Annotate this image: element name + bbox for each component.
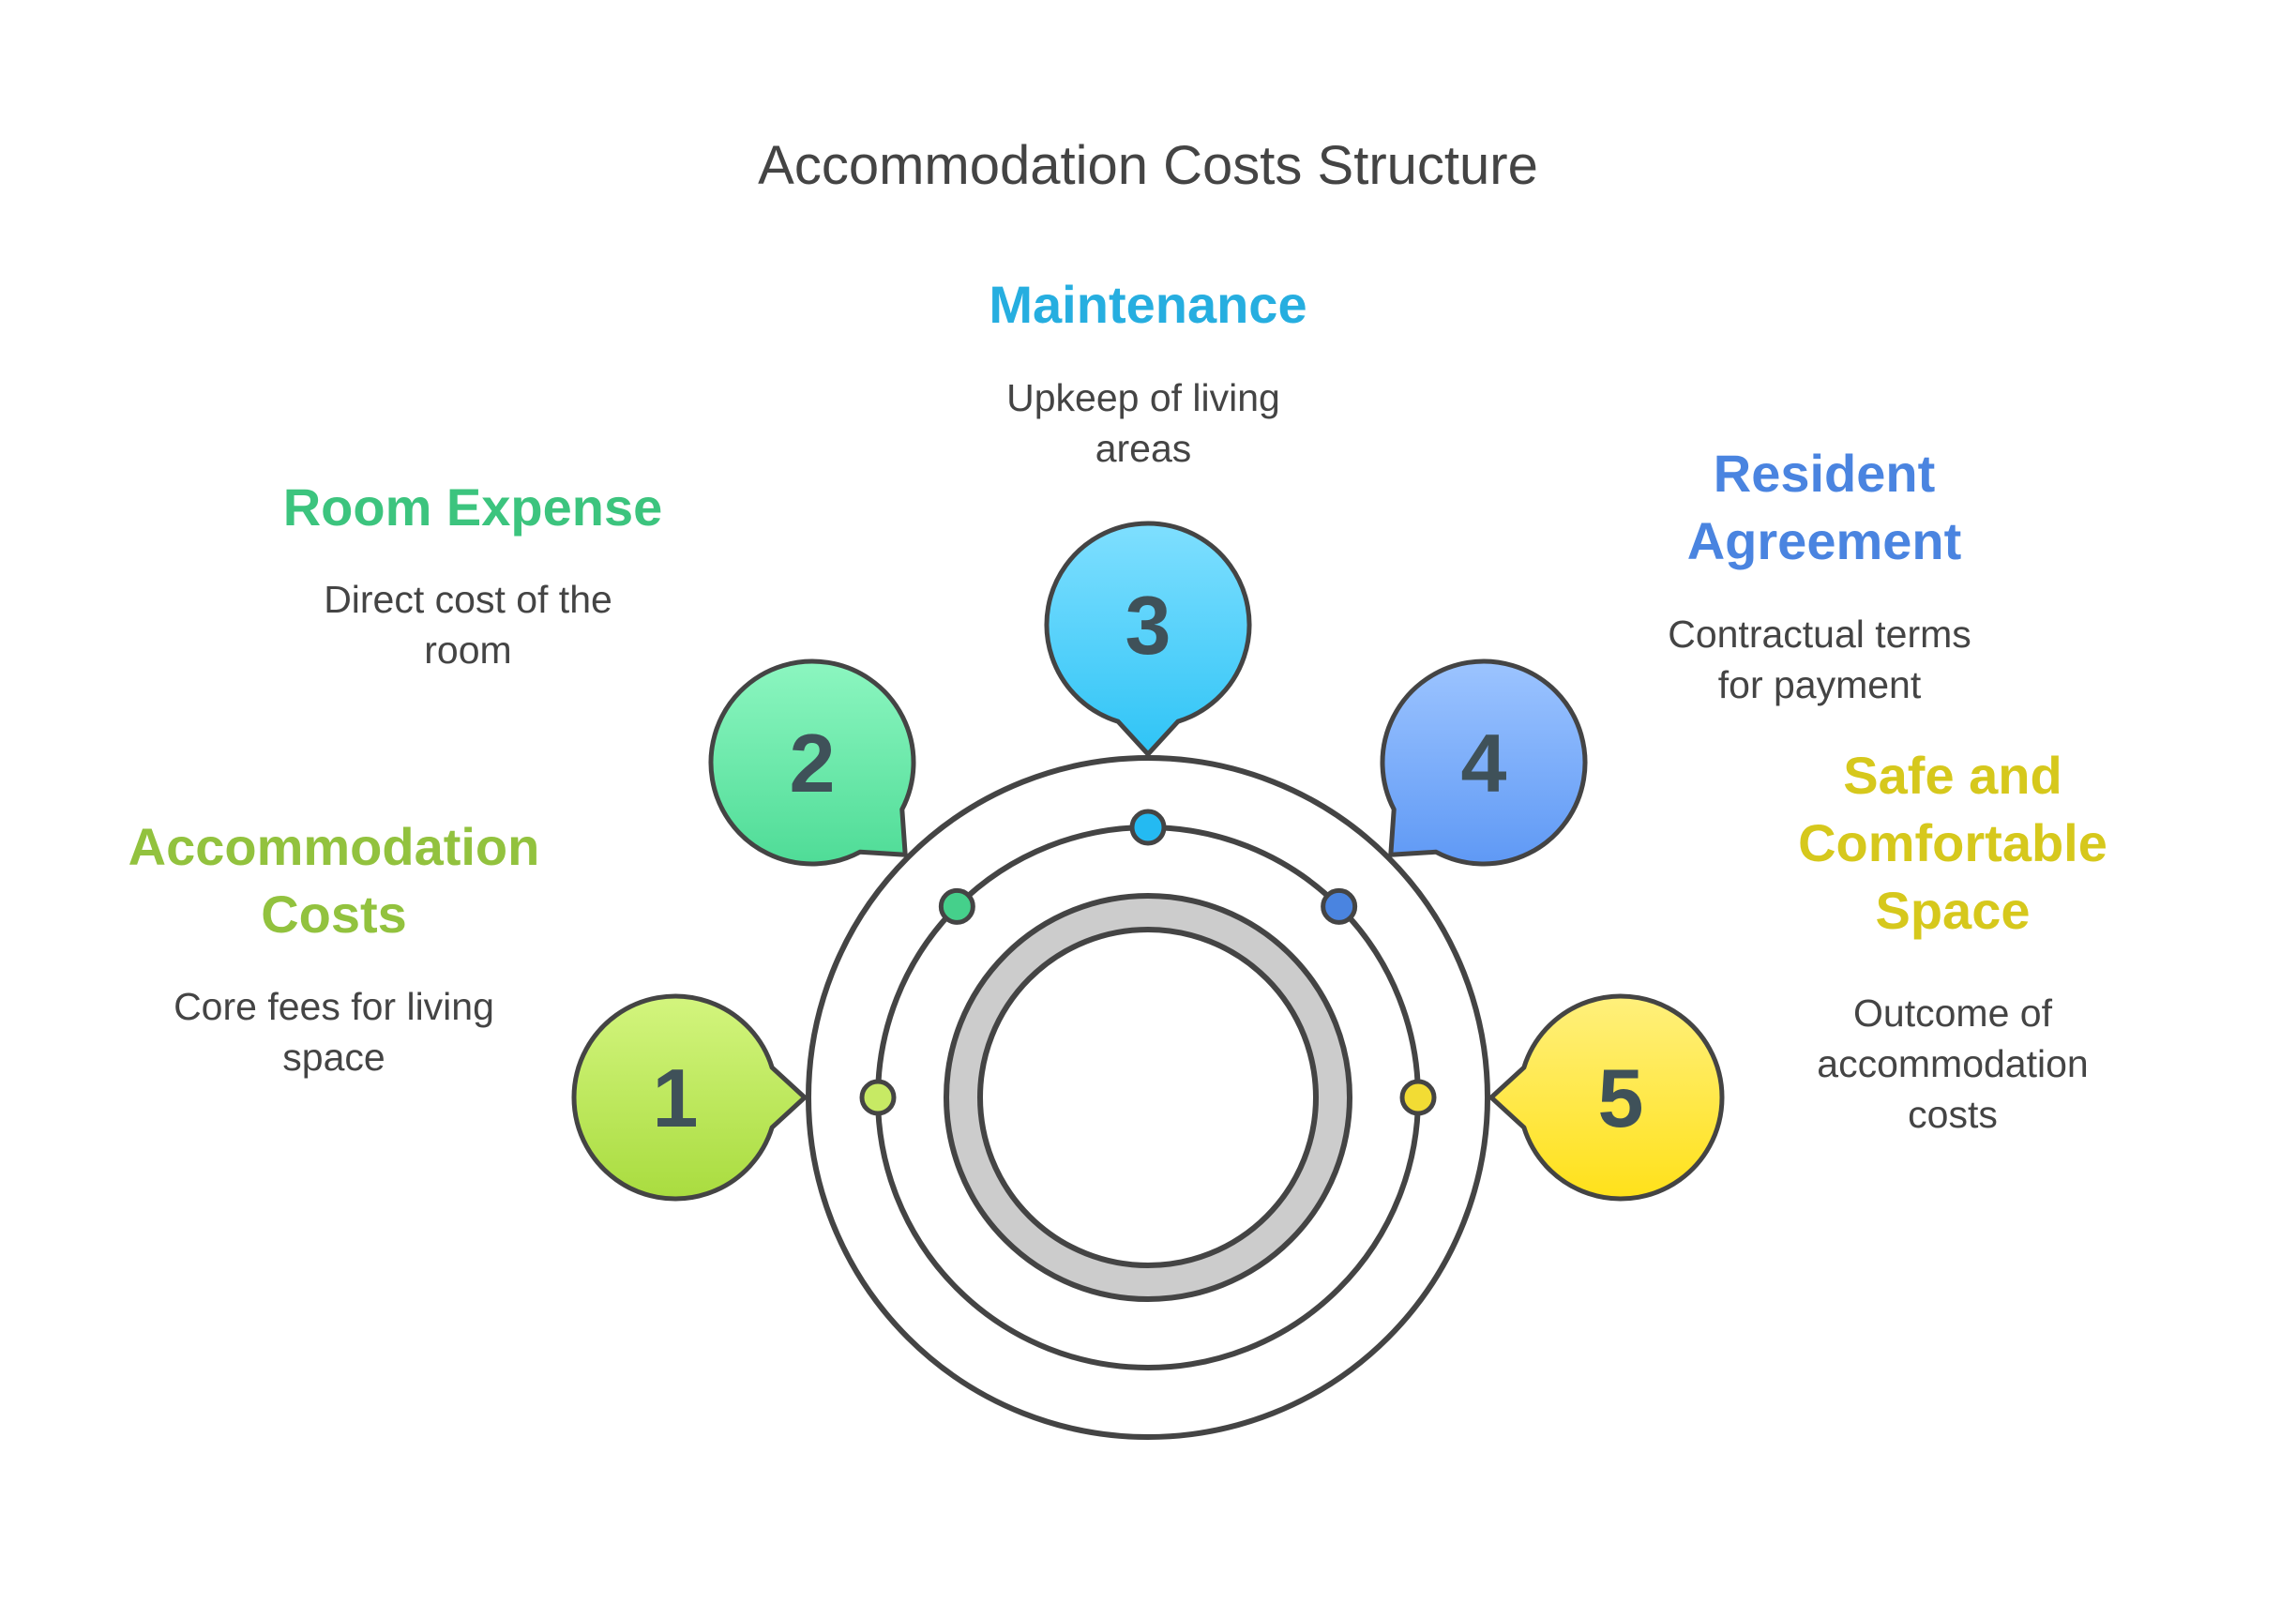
- step-heading-4: Agreement: [1687, 511, 1962, 570]
- step-heading-1: Costs: [261, 885, 407, 944]
- step-description-1: Core fees for living: [174, 985, 494, 1028]
- step-description-3: Upkeep of living: [1006, 376, 1280, 419]
- bubble-shape: [571, 993, 808, 1202]
- step-number: 5: [1598, 1052, 1644, 1144]
- step-bubble-3: 3: [1044, 521, 1252, 757]
- inner-white-core: [977, 927, 1319, 1268]
- step-number: 1: [653, 1052, 699, 1144]
- step-heading-5: Space: [1876, 881, 2031, 940]
- central-rings: [806, 755, 1490, 1440]
- step-bubble-5: 5: [1488, 993, 1725, 1202]
- ring-marker-5: [1399, 1079, 1437, 1116]
- step-description-5: Outcome of: [1853, 991, 2053, 1035]
- step-heading-5: Comfortable: [1798, 813, 2107, 872]
- step-description-2: Direct cost of the: [324, 578, 612, 621]
- step-description-3: areas: [1095, 427, 1192, 470]
- step-description-4: Contractual terms: [1668, 613, 1971, 656]
- ring-marker-4: [1321, 887, 1358, 925]
- step-description-2: room: [424, 628, 511, 672]
- ring-markers: [859, 809, 1437, 1116]
- diagram-title: Accommodation Costs Structure: [758, 135, 1538, 196]
- bubble-shape: [1488, 993, 1725, 1202]
- step-heading-2: Room Expense: [283, 477, 663, 537]
- ring-marker-3: [1129, 809, 1167, 846]
- bubble-shape: [1380, 658, 1588, 867]
- step-bubble-1: 1: [571, 993, 808, 1202]
- step-description-4: for payment: [1718, 663, 1922, 706]
- ring-marker-1: [859, 1079, 897, 1116]
- step-heading-4: Resident: [1714, 444, 1936, 503]
- step-bubbles: 1 2 3 4 5: [571, 521, 1725, 1202]
- bubble-shape: [708, 658, 916, 867]
- step-bubble-2: 2: [708, 658, 916, 867]
- step-number: 2: [790, 717, 836, 810]
- step-heading-1: Accommodation: [128, 817, 540, 876]
- bubble-shape: [1044, 521, 1252, 757]
- step-description-1: space: [282, 1036, 385, 1079]
- step-number: 4: [1461, 717, 1507, 810]
- step-heading-3: Maintenance: [989, 275, 1307, 334]
- step-number: 3: [1125, 579, 1171, 672]
- step-description-5: accommodation: [1817, 1042, 2088, 1085]
- step-heading-5: Safe and: [1843, 746, 2062, 805]
- step-bubble-4: 4: [1380, 658, 1588, 867]
- step-description-5: costs: [1908, 1093, 1998, 1136]
- ring-marker-2: [938, 887, 975, 925]
